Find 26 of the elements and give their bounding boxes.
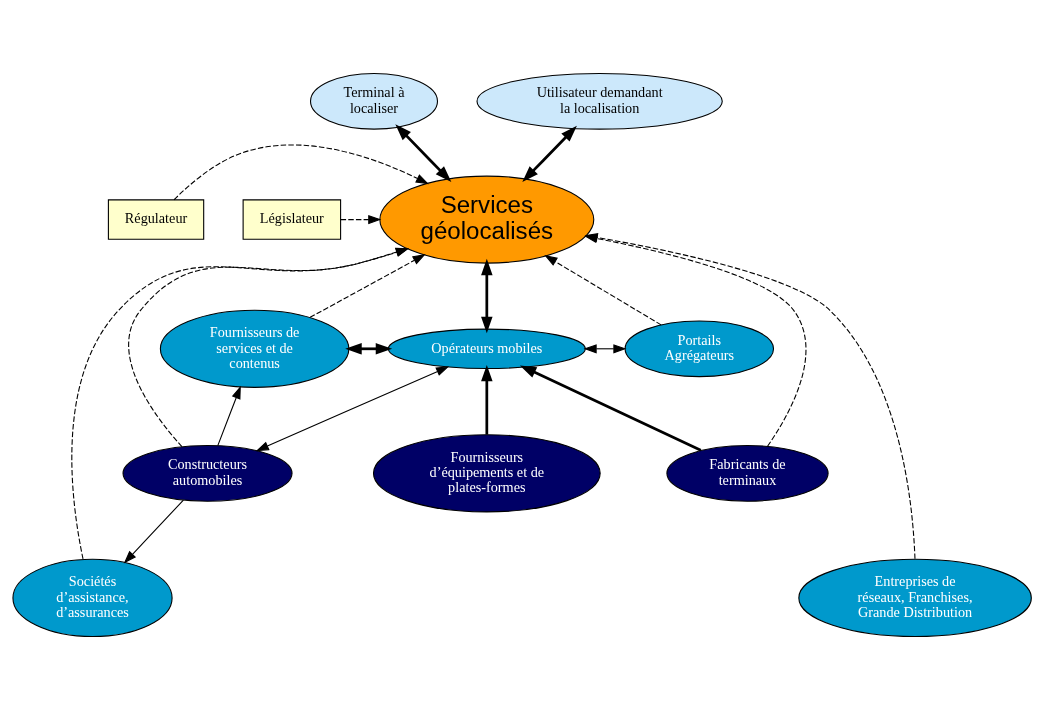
arrow [345, 342, 393, 355]
node-box: Législateur [242, 198, 342, 240]
arrow [395, 123, 452, 182]
arrow [173, 143, 429, 200]
arrow [309, 253, 426, 318]
arrow [519, 364, 702, 452]
node-ellipse: Opérateurs mobiles [387, 328, 586, 369]
node-ellipse: Fournisseurs de services et de contenus [159, 309, 350, 388]
node-ellipse: Terminal à localiser [309, 72, 439, 130]
node-ellipse: Portails Agrégateurs [624, 319, 775, 377]
arrow [522, 125, 577, 182]
arrow [544, 254, 662, 325]
node-box: Régulateur [107, 198, 205, 240]
arrow [481, 364, 493, 435]
node-ellipse: Sociétés d’assistance, d’assurances [12, 558, 173, 637]
node-ellipse: Fabricants de terminaux [666, 444, 829, 502]
arrow [123, 499, 184, 564]
arrow [255, 365, 450, 451]
node-ellipse: Entreprises de réseaux, Franchises, Grande Distribution [798, 558, 1032, 637]
arrow [481, 258, 493, 333]
arrow [583, 343, 627, 353]
node-ellipse: Fournisseurs d’équipements et de plates-formes [372, 433, 601, 512]
node-ellipse: Constructeurs automobiles [122, 444, 293, 502]
node-ellipse: Utilisateur demandant la localisation [476, 72, 723, 130]
arrow [340, 214, 382, 224]
arrow [217, 385, 241, 446]
